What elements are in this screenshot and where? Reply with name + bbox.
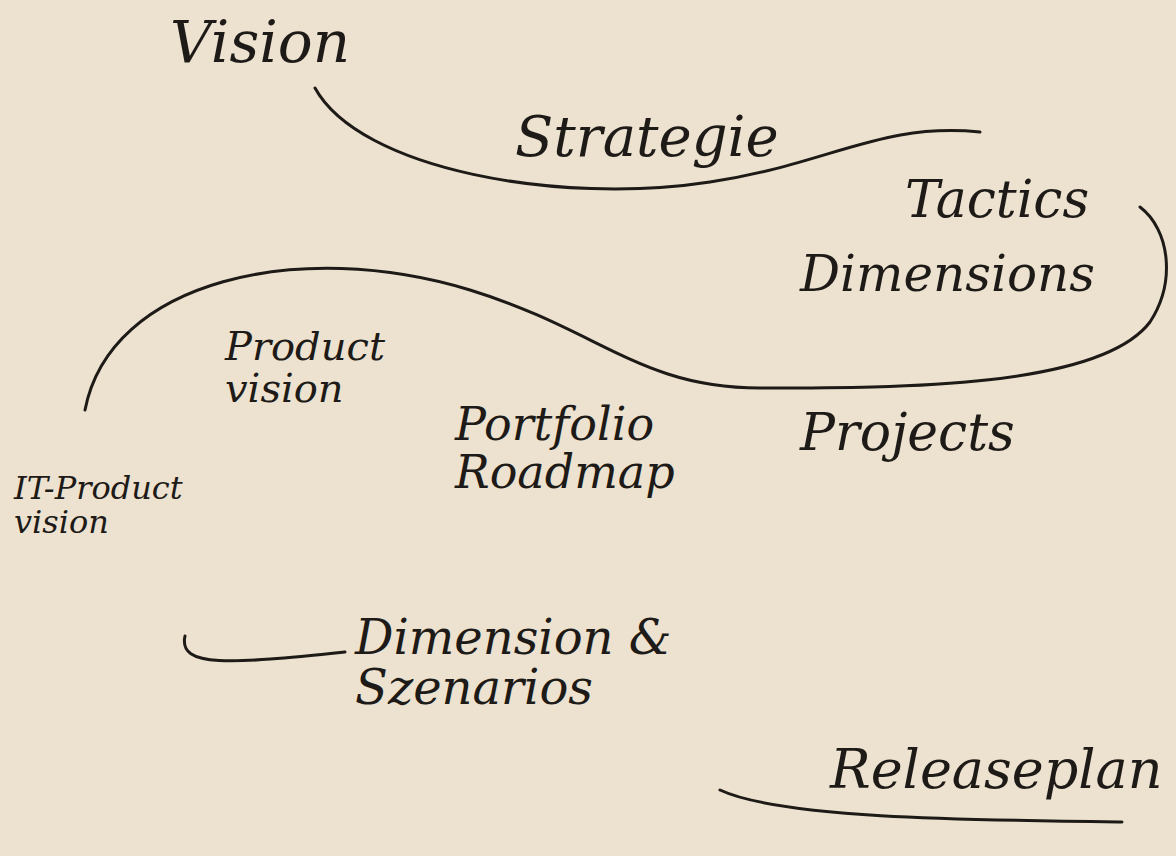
dimensions-label: Dimensions: [800, 248, 1095, 301]
releaseplan-label: Releaseplan: [830, 742, 1160, 799]
vision-label: Vision: [170, 12, 350, 73]
strategy-curve: [315, 88, 980, 189]
strategy-label: Strategie: [515, 108, 779, 167]
dimension-scenarios-label: Dimension & Szenarios: [355, 612, 685, 713]
tactics-label: Tactics: [905, 172, 1089, 227]
portfolio-label: Portfolio Roadmap: [455, 400, 755, 497]
it-curve: [184, 636, 345, 661]
product-vision-label: Product vision: [225, 325, 425, 409]
vision-curve: [85, 207, 1166, 410]
projects-label: Projects: [800, 405, 1015, 460]
it-product-label: IT-Product vision: [14, 472, 184, 539]
